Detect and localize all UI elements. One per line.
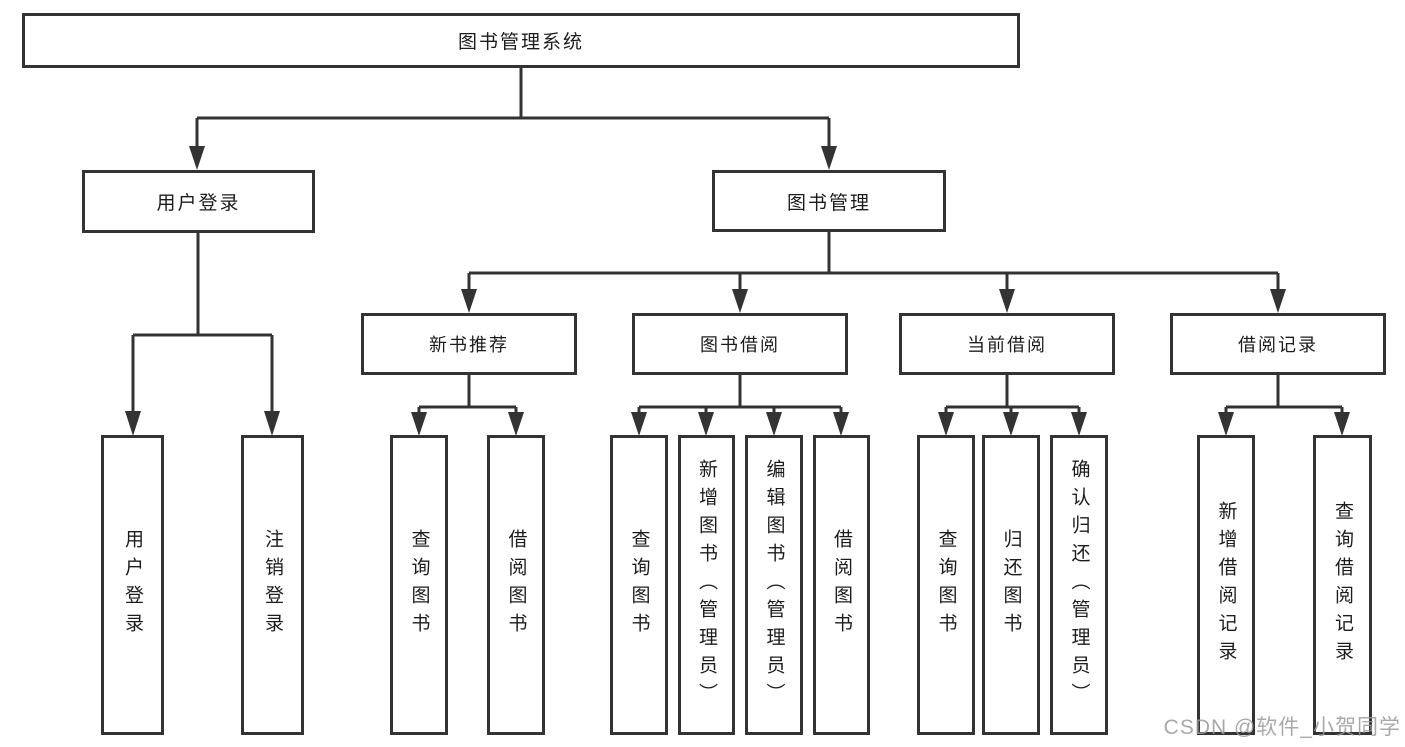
arrowheads [125,146,1350,436]
leaf-user-login-label: 用户登录 [122,529,143,641]
leaf-cb-query-book: 查询图书 [917,435,975,735]
leaf-bb-query-book: 查询图书 [610,435,668,735]
leaf-nbr-query-book: 查询图书 [390,435,448,735]
leaf-nbr-borrow-book-label: 借阅图书 [505,529,527,641]
node-current-borrow: 当前借阅 [899,313,1115,375]
node-user-login: 用户登录 [82,170,315,233]
leaf-cb-return-book-label: 归还图书 [1000,529,1022,641]
leaf-bb-borrow-book-label: 借阅图书 [831,529,852,641]
leaf-cb-query-book-label: 查询图书 [935,529,957,641]
leaf-br-add-record: 新增借阅记录 [1197,435,1255,735]
leaf-logout: 注销登录 [241,435,304,735]
leaf-bb-borrow-book: 借阅图书 [813,435,870,735]
node-new-book-recommend: 新书推荐 [361,313,577,375]
node-book-management: 图书管理 [712,170,946,232]
leaf-br-add-record-label: 新增借阅记录 [1215,501,1237,669]
leaf-logout-label: 注销登录 [262,529,283,641]
leaf-cb-confirm-return-admin: 确认归还（管理员） [1050,435,1108,735]
leaf-bb-query-book-label: 查询图书 [628,529,650,641]
csdn-watermark: CSDN @软件_小贺同学 [1163,716,1401,739]
leaf-bb-add-book-admin: 新增图书（管理员） [678,435,735,735]
leaf-user-login: 用户登录 [101,435,164,735]
node-user-login-label: 用户登录 [156,193,241,214]
node-new-book-recommend-label: 新书推荐 [429,335,509,355]
leaf-bb-add-book-admin-label: 新增图书（管理员） [696,459,717,711]
leaf-br-query-record-label: 查询借阅记录 [1332,501,1353,669]
node-current-borrow-label: 当前借阅 [967,335,1047,355]
node-borrow-record-label: 借阅记录 [1238,335,1318,355]
leaf-bb-edit-book-admin: 编辑图书（管理员） [745,435,803,735]
node-book-management-label: 图书管理 [786,192,871,214]
leaf-nbr-query-book-label: 查询图书 [408,529,430,641]
node-root-label: 图书管理系统 [457,32,584,53]
leaf-bb-edit-book-admin-label: 编辑图书（管理员） [763,459,785,711]
leaf-nbr-borrow-book: 借阅图书 [487,435,545,735]
node-book-borrow: 图书借阅 [632,313,848,375]
leaf-cb-confirm-return-admin-label: 确认归还（管理员） [1068,459,1090,711]
leaf-br-query-record: 查询借阅记录 [1313,435,1372,735]
node-borrow-record: 借阅记录 [1170,313,1386,375]
leaf-cb-return-book: 归还图书 [982,435,1040,735]
node-book-borrow-label: 图书借阅 [700,335,780,355]
node-root: 图书管理系统 [22,13,1020,68]
